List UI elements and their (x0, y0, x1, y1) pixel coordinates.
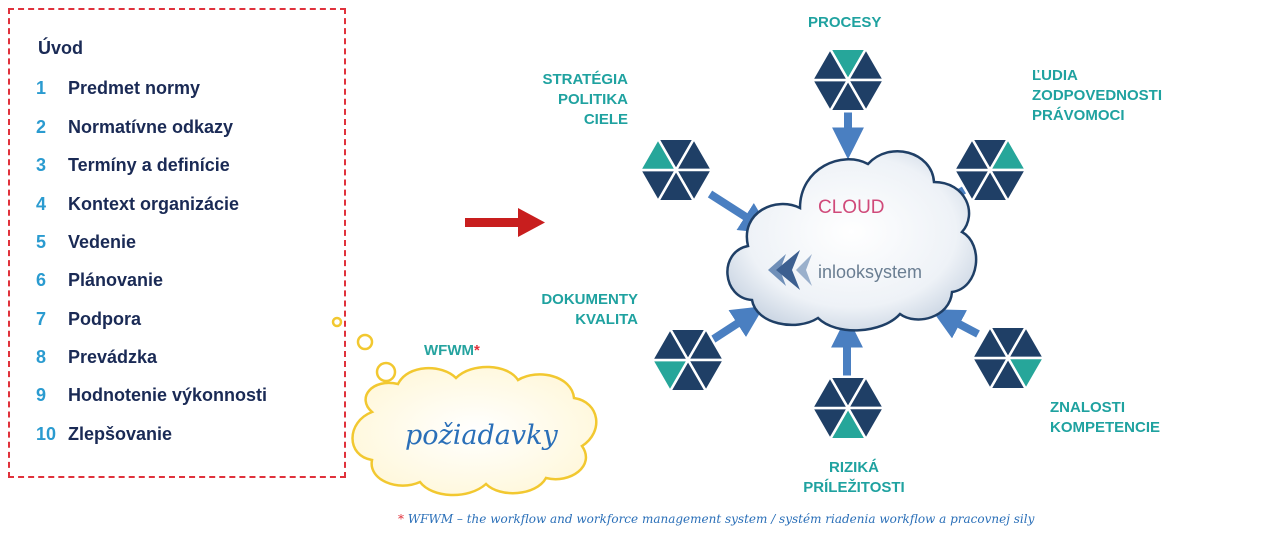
hex-segment (638, 137, 678, 172)
hex-strategia-icon (638, 137, 714, 203)
label-rizika: RIZIKÁ PRÍLEŽITOSTI (786, 458, 922, 498)
contents-item: 3 Termíny a definície (36, 155, 230, 176)
hex-rizika-icon (810, 375, 886, 441)
hex-segment (952, 137, 992, 172)
arrow-znalosti (931, 309, 980, 339)
contents-item-label: Normatívne odkazy (68, 117, 234, 137)
contents-item-label: Kontext organizácie (68, 194, 240, 214)
label-line: KOMPETENCIE (1050, 419, 1161, 436)
label-line: RIZIKÁ (829, 459, 879, 476)
hex-segment (650, 327, 690, 362)
contents-item-number: 2 (36, 117, 47, 137)
arrow-dokumenty (709, 306, 765, 344)
label-line: PRÍLEŽITOSTI (803, 479, 905, 496)
contents-item-label: Vedenie (68, 232, 137, 252)
contents-item: 1 Predmet normy (36, 78, 200, 99)
label-znalosti: ZNALOSTI KOMPETENCIE (1050, 398, 1160, 438)
requirements-text: požiadavky (405, 420, 558, 451)
label-line: DOKUMENTY (541, 291, 638, 308)
contents-item-number: 1 (36, 78, 47, 98)
label-line: ZNALOSTI (1050, 399, 1125, 416)
hex-segment (810, 47, 850, 82)
contents-title: Úvod (38, 38, 83, 58)
label-line: ZODPOVEDNOSTI (1032, 87, 1163, 104)
contents-item-label: Hodnotenie výkonnosti (68, 385, 268, 405)
inlook-logo-icon (768, 250, 812, 290)
cloud-label: CLOUD (818, 197, 885, 218)
hex-segment (970, 325, 1010, 360)
contents-item-label: Termíny a definície (68, 155, 230, 175)
footnote-star: * (398, 512, 404, 526)
wfwm-label: WFWM* (424, 342, 480, 359)
cloud-shape (726, 149, 978, 332)
hex-procesy-icon (810, 47, 886, 113)
contents-item: 8 Prevádzka (36, 347, 157, 368)
label-procesy: PROCESY (808, 13, 881, 33)
contents-box (8, 8, 346, 478)
logo-text: inlooksystem (818, 262, 923, 282)
contents-item-label: Predmet normy (68, 78, 201, 98)
wfwm-text: WFWM (424, 342, 474, 359)
contents-item-number: 4 (36, 194, 47, 214)
footnote-text: WFWM – the workflow and workforce manage… (407, 512, 1035, 526)
label-line: ĽUDIA (1032, 67, 1078, 84)
contents-item: 9 Hodnotenie výkonnosti (36, 385, 267, 406)
label-dokumenty: DOKUMENTY KVALITA (520, 290, 638, 330)
hexagon-icons (638, 47, 1046, 441)
label-strategia: STRATÉGIA POLITIKA CIELE (520, 70, 628, 130)
label-line: KVALITA (575, 311, 638, 328)
right-arrow-icon (465, 208, 545, 237)
contents-item-label: Podpora (68, 309, 142, 329)
contents-item: 7 Podpora (36, 309, 141, 330)
hex-znalosti-icon (970, 325, 1046, 391)
contents-item-label: Plánovanie (68, 270, 164, 290)
thought-bubble (331, 316, 598, 497)
label-line: POLITIKA (558, 91, 628, 108)
contents-item-number: 10 (36, 424, 57, 444)
label-line: PROCESY (808, 14, 882, 31)
contents-item-number: 6 (36, 270, 47, 290)
contents-item-number: 3 (36, 155, 47, 175)
hex-ludia-icon (952, 137, 1028, 203)
label-line: STRATÉGIA (542, 71, 628, 88)
hex-dokumenty-icon (650, 327, 726, 393)
footnote: * WFWM – the workflow and workforce mana… (398, 512, 1034, 526)
label-ludia: ĽUDIA ZODPOVEDNOSTI PRÁVOMOCI (1032, 66, 1162, 126)
contents-item-number: 9 (36, 385, 47, 405)
wfwm-star: * (473, 342, 480, 359)
contents-item: 4 Kontext organizácie (36, 194, 239, 215)
contents-item-label: Zlepšovanie (68, 424, 173, 444)
contents-item: 6 Plánovanie (36, 270, 163, 291)
contents-item-number: 7 (36, 309, 47, 329)
contents-item: 10 Zlepšovanie (36, 424, 172, 445)
contents-item-label: Prevádzka (68, 347, 158, 367)
label-line: CIELE (583, 111, 628, 128)
hex-segment (810, 375, 850, 410)
contents-item-number: 5 (36, 232, 47, 252)
contents-item-number: 8 (36, 347, 47, 367)
contents-item: 5 Vedenie (36, 232, 136, 253)
label-line: PRÁVOMOCI (1032, 107, 1125, 124)
contents-item: 2 Normatívne odkazy (36, 117, 233, 138)
